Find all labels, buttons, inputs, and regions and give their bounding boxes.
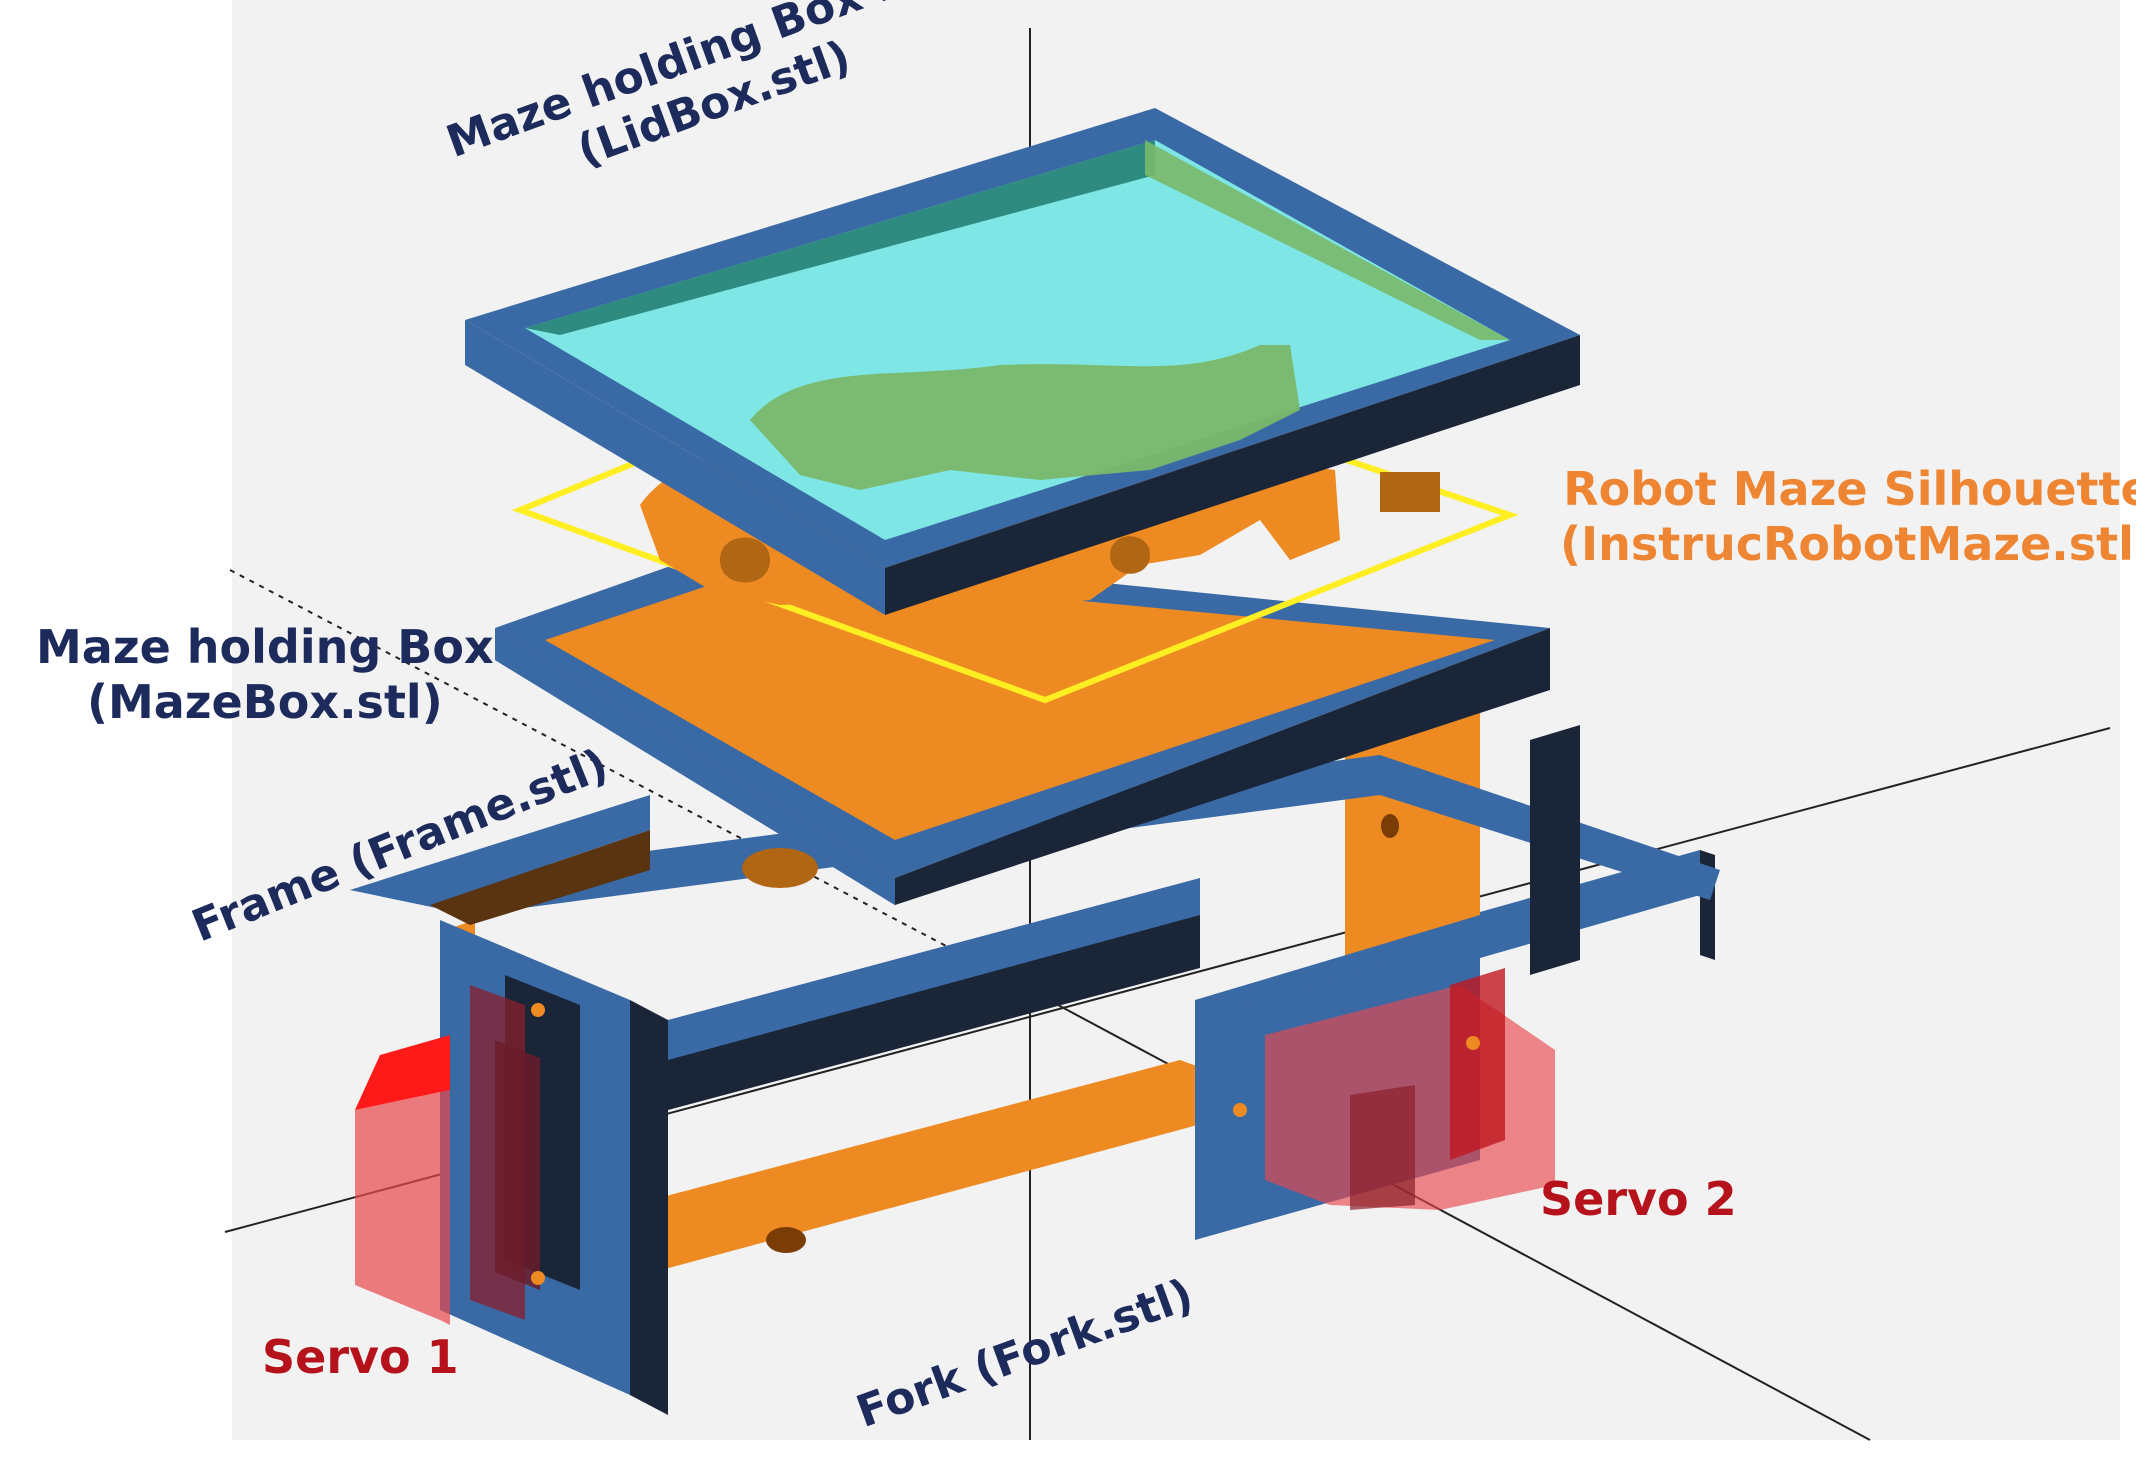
lid-glass-shade-right bbox=[1145, 140, 1510, 340]
lid-front-left bbox=[465, 320, 885, 615]
silhouette-curl-mid bbox=[1110, 536, 1150, 574]
lid-front-right bbox=[885, 335, 1580, 615]
lid-box-part bbox=[465, 108, 1580, 615]
fork-hole-2 bbox=[1381, 814, 1399, 838]
mazebox-underside-peg bbox=[742, 848, 818, 888]
servo2-screw-2 bbox=[1466, 1036, 1480, 1050]
servo2-screw-1 bbox=[1233, 1103, 1247, 1117]
frame-back-rail-inner bbox=[430, 830, 650, 925]
silhouette-curl-left bbox=[720, 537, 770, 583]
label-maze-box-line2: (MazeBox.stl) bbox=[86, 675, 443, 730]
label-robot-maze-silhouette: Robot Maze Silhouette (InstrucRobotMaze.… bbox=[1560, 462, 2136, 572]
servo1-shaft bbox=[495, 1040, 540, 1290]
label-silhouette-line2: (InstrucRobotMaze.stl) bbox=[1560, 517, 2136, 572]
frame-left-front bbox=[630, 1000, 668, 1415]
frame-bottom-bar-top bbox=[668, 878, 1200, 1070]
mazebox-floor bbox=[545, 570, 1495, 840]
label-silhouette-line1: Robot Maze Silhouette bbox=[1563, 462, 2136, 516]
mazebox-right-front bbox=[895, 628, 1550, 905]
frame-right-mount-top bbox=[1195, 915, 1480, 1020]
label-maze-box-line1: Maze holding Box bbox=[36, 620, 494, 674]
axis-width-back bbox=[229, 569, 1031, 991]
silhouette-block-right bbox=[1380, 472, 1440, 512]
label-servo2: Servo 2 bbox=[1540, 1172, 1737, 1226]
label-maze-box: Maze holding Box (MazeBox.stl) bbox=[36, 620, 494, 730]
fork-hole-1 bbox=[766, 1227, 806, 1253]
frame-front-rail bbox=[668, 915, 1200, 1110]
servo1-top bbox=[355, 1035, 450, 1110]
mazebox-left-side bbox=[495, 628, 895, 905]
servo2-bracket bbox=[1450, 968, 1505, 1160]
lid-glass-shade bbox=[525, 140, 1155, 335]
fork-base-top bbox=[470, 1060, 1290, 1292]
servo1-part bbox=[355, 985, 545, 1325]
maze-box-part bbox=[495, 545, 1550, 905]
servo1-screw-bottom bbox=[531, 1271, 545, 1285]
servo2-part bbox=[1233, 968, 1555, 1210]
lid-maze-through-glass bbox=[750, 345, 1300, 490]
frame-back-rail-left bbox=[350, 795, 650, 905]
servo1-body bbox=[355, 1090, 450, 1325]
servo1-screw-top bbox=[531, 1003, 545, 1017]
servo2-shaft bbox=[1350, 1085, 1415, 1210]
label-servo1: Servo 1 bbox=[262, 1330, 459, 1384]
frame-right-upright bbox=[1530, 725, 1580, 975]
